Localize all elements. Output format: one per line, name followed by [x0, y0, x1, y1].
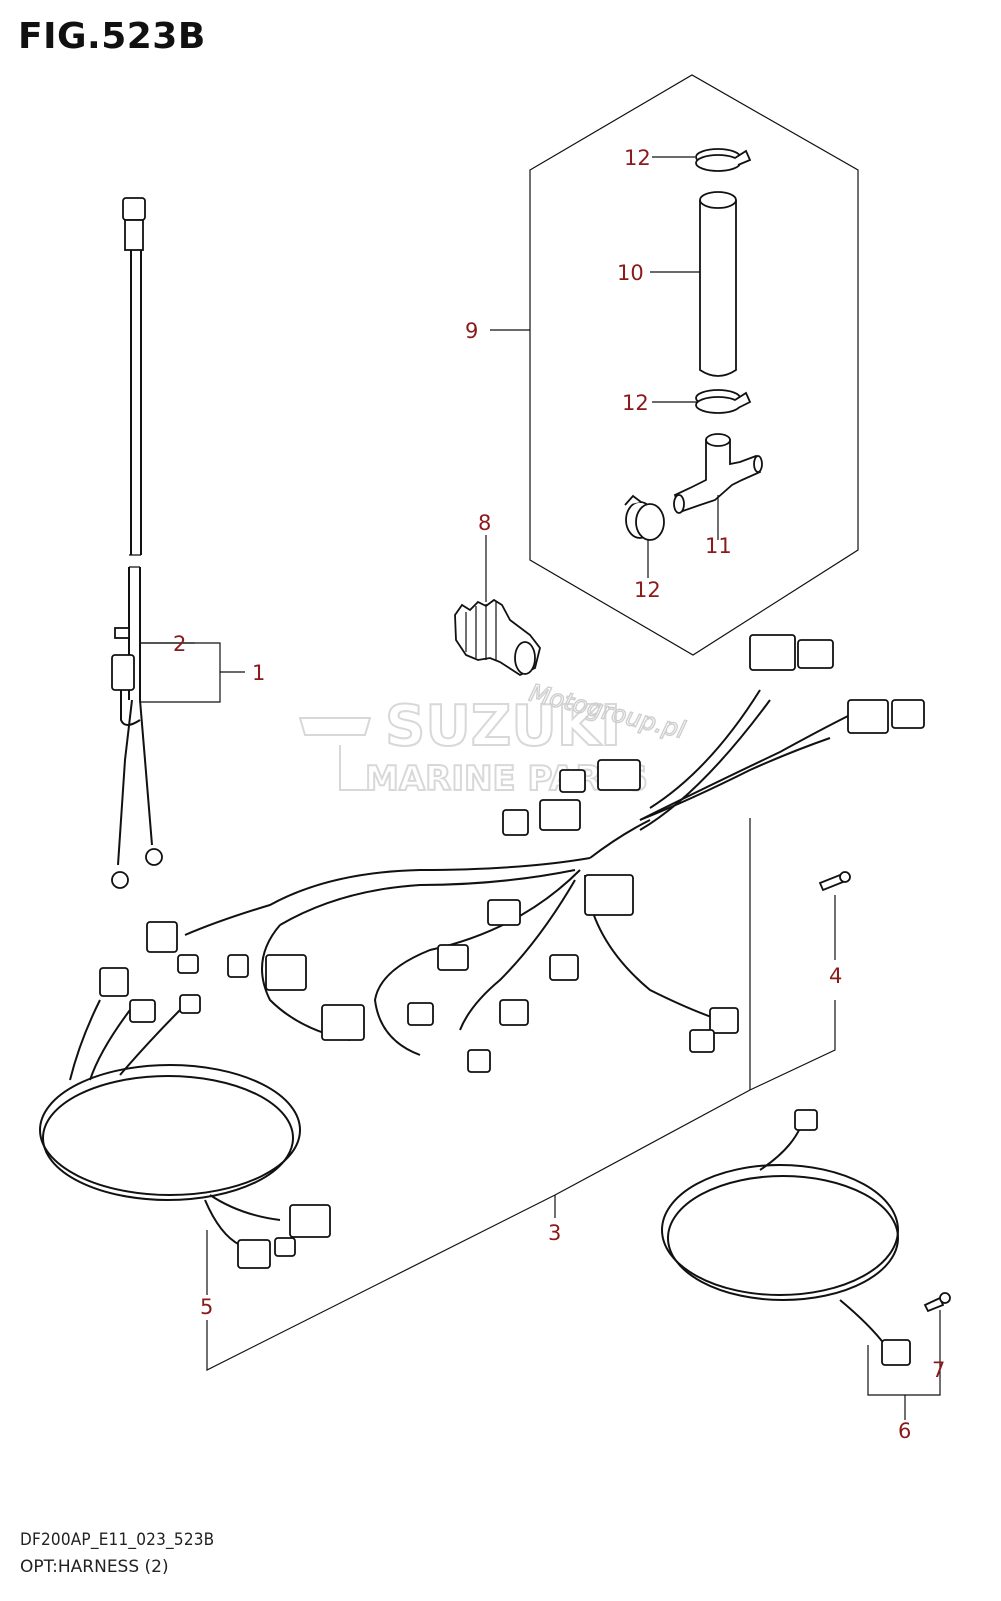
bolt-4: [818, 871, 851, 892]
connector-icon: [891, 699, 925, 729]
main-harness: [184, 689, 851, 1056]
connector-icon: [847, 699, 889, 734]
callout-3: 3: [548, 1221, 561, 1245]
connector-icon: [179, 994, 201, 1014]
battery-harness: [111, 197, 163, 889]
callout-8: 8: [478, 511, 491, 535]
callout-9: 9: [465, 319, 478, 343]
kit-group-9-outline: [529, 74, 859, 656]
connector-icon: [274, 1237, 296, 1257]
figure-title: FIG.523B: [18, 16, 206, 57]
connector-icon: [487, 899, 521, 926]
figure-name: OPT:HARNESS (2): [20, 1557, 169, 1577]
connector-icon: [177, 954, 199, 974]
connector-icon: [749, 634, 796, 671]
connector-icon: [797, 639, 834, 669]
connector-icon: [146, 921, 178, 953]
hose-clamp-middle: [695, 389, 752, 414]
connector-icon: [559, 769, 586, 793]
connector-icon: [227, 954, 249, 978]
callout-1: 1: [252, 661, 265, 685]
t-joint-fitting: [673, 433, 763, 514]
connector-icon: [407, 1002, 434, 1026]
connector-icon: [467, 1049, 491, 1073]
connector-icon: [265, 954, 307, 991]
callout-4: 4: [829, 964, 842, 988]
connector-icon: [129, 999, 156, 1023]
watermark-brand: SUZUKI: [385, 694, 621, 759]
watermark-logo-mark-icon: [339, 745, 375, 791]
connector-icon: [689, 1029, 715, 1053]
connector-icon: [437, 944, 469, 971]
callout-7: 7: [932, 1358, 945, 1382]
connector-icon: [289, 1204, 331, 1238]
callout-10: 10: [617, 261, 644, 285]
figure-code: DF200AP_E11_023_523B: [20, 1530, 215, 1550]
callout-6: 6: [898, 1419, 911, 1443]
sensor-cable-coil: [661, 1109, 911, 1366]
connector-icon: [499, 999, 529, 1026]
grommet: [454, 598, 541, 677]
extension-harness-coil: [39, 967, 331, 1269]
callout-2: 2: [173, 632, 186, 656]
leader-lines: [140, 156, 941, 1420]
bolt-7: [923, 1292, 951, 1313]
watermark-logo-icon: [298, 717, 372, 736]
callout-12-top: 12: [624, 146, 651, 170]
hose-tube: [699, 191, 737, 377]
connector-icon: [794, 1109, 818, 1131]
callout-11: 11: [705, 534, 732, 558]
harness-connectors: [146, 634, 925, 1073]
connector-icon: [597, 759, 641, 791]
connector-icon: [549, 954, 579, 981]
callout-5: 5: [200, 1295, 213, 1319]
connector-icon: [709, 1007, 739, 1034]
connector-icon: [881, 1339, 911, 1366]
callouts: 12 10 9 12 8 11 12 2 1 4 3 5 7 6: [173, 146, 945, 1443]
connector-icon: [99, 967, 129, 997]
connector-icon: [321, 1004, 365, 1041]
hose-clamp-top: [695, 148, 752, 172]
callout-12-middle: 12: [622, 391, 649, 415]
hose-clamp-lower: [624, 494, 665, 541]
connector-icon: [584, 874, 634, 916]
connector-icon: [539, 799, 581, 831]
callout-12-lower: 12: [634, 578, 661, 602]
connector-icon: [502, 809, 529, 836]
connector-icon: [237, 1239, 271, 1269]
